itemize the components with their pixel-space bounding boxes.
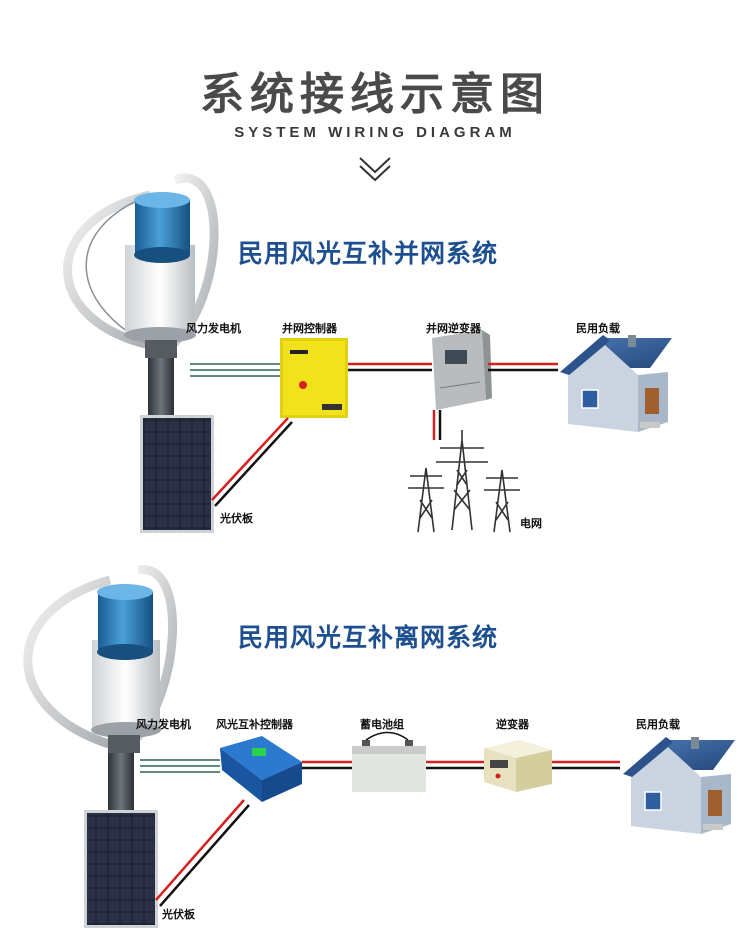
controller-battery-wires bbox=[302, 760, 352, 770]
solar-panel-1 bbox=[140, 415, 214, 533]
wind-turbine-1 bbox=[63, 173, 219, 430]
power-tower-icon bbox=[408, 430, 520, 533]
label-grid-inverter: 并网逆变器 bbox=[426, 322, 481, 335]
label-solar-panel-1: 光伏板 bbox=[220, 512, 253, 525]
solar-panel-2 bbox=[84, 810, 158, 928]
house-icon bbox=[623, 737, 735, 834]
grid-inverter bbox=[432, 330, 492, 410]
label-hybrid-controller: 风光互补控制器 bbox=[216, 718, 293, 731]
label-wind-turbine-2: 风力发电机 bbox=[136, 718, 191, 731]
wind-wires-2 bbox=[140, 759, 220, 773]
label-grid-controller: 并网控制器 bbox=[282, 322, 337, 335]
grid-system-title: 民用风光互补并网系统 bbox=[238, 239, 499, 268]
grid-controller bbox=[280, 338, 348, 418]
wind-turbine-2 bbox=[23, 565, 178, 810]
solar-wires-1 bbox=[211, 417, 293, 507]
inverter-grid-wires bbox=[432, 410, 442, 440]
controller-inverter-wires bbox=[348, 362, 432, 372]
label-battery: 蓄电池组 bbox=[360, 718, 404, 731]
page-title: 系统接线示意图 bbox=[200, 69, 550, 120]
inverter-load-wires bbox=[488, 362, 558, 372]
hybrid-controller bbox=[220, 736, 302, 802]
label-load-1: 民用负载 bbox=[576, 322, 620, 335]
house-icon bbox=[560, 335, 672, 432]
battery-inverter-wires bbox=[426, 760, 484, 770]
label-wind-turbine-1: 风力发电机 bbox=[186, 322, 241, 335]
wind-wires-1 bbox=[190, 363, 280, 377]
chevron-down-icon bbox=[359, 157, 391, 182]
label-offgrid-inverter: 逆变器 bbox=[496, 718, 529, 731]
label-solar-panel-2: 光伏板 bbox=[162, 908, 195, 921]
offgrid-system-title: 民用风光互补离网系统 bbox=[238, 623, 499, 652]
label-grid: 电网 bbox=[520, 517, 542, 530]
inverter-load-wires-2 bbox=[552, 760, 620, 770]
battery-bank bbox=[352, 731, 426, 792]
solar-wires-2 bbox=[155, 799, 250, 907]
label-load-2: 民用负载 bbox=[636, 718, 680, 731]
page-subtitle: SYSTEM WIRING DIAGRAM bbox=[234, 124, 516, 141]
offgrid-inverter bbox=[484, 740, 552, 792]
